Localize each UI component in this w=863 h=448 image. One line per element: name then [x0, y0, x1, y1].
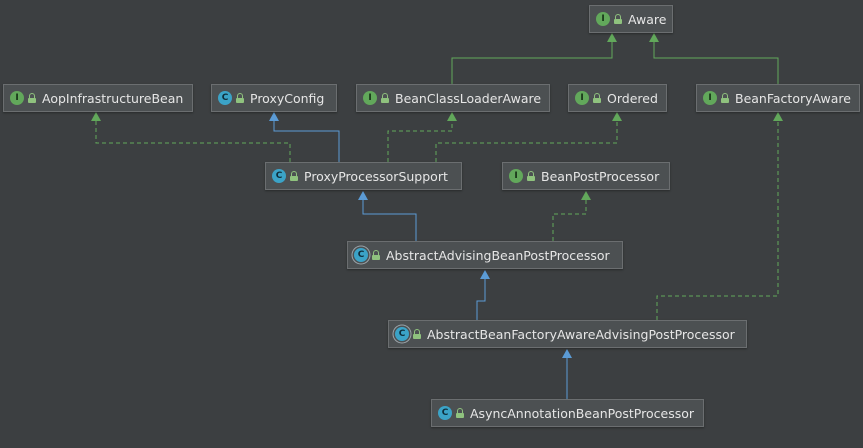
lock-icon: [290, 171, 298, 181]
arrowhead: [358, 191, 368, 200]
node-label: BeanClassLoaderAware: [395, 90, 542, 106]
node-bean-post-processor[interactable]: I BeanPostProcessor: [502, 162, 670, 190]
arrowhead: [649, 33, 659, 42]
arrowhead: [773, 112, 783, 121]
node-aop-infrastructure-bean[interactable]: I AopInfrastructureBean: [3, 84, 193, 112]
edge-pps-ordered: [435, 120, 618, 162]
arrowhead: [612, 112, 622, 121]
node-ordered[interactable]: I Ordered: [568, 84, 667, 112]
edge-bfa-aware: [653, 40, 779, 84]
node-label: AsyncAnnotationBeanPostProcessor: [470, 405, 695, 421]
class-icon: C: [218, 91, 232, 105]
node-label: AopInfrastructureBean: [42, 90, 184, 106]
edge-abfaapp-bfa: [656, 120, 779, 320]
node-bean-class-loader-aware[interactable]: I BeanClassLoaderAware: [356, 84, 550, 112]
node-label: BeanPostProcessor: [541, 168, 660, 184]
node-label: ProxyConfig: [250, 90, 325, 106]
class-icon: C: [438, 406, 452, 420]
node-label: Ordered: [607, 90, 658, 106]
lock-icon: [372, 250, 380, 260]
node-label: BeanFactoryAware: [735, 90, 851, 106]
class-icon: C: [272, 169, 286, 183]
interface-icon: I: [575, 91, 589, 105]
lock-icon: [236, 93, 244, 103]
lock-icon: [456, 408, 464, 418]
node-bean-factory-aware[interactable]: I BeanFactoryAware: [696, 84, 860, 112]
node-abstract-bean-factory-aware-advising-post-processor[interactable]: C AbstractBeanFactoryAwareAdvisingPostPro…: [388, 320, 747, 348]
interface-icon: I: [10, 91, 24, 105]
abstract-class-icon: C: [395, 327, 409, 341]
node-abstract-advising-bean-post-processor[interactable]: C AbstractAdvisingBeanPostProcessor: [347, 241, 623, 269]
node-label: ProxyProcessorSupport: [304, 168, 448, 184]
interface-icon: I: [596, 12, 610, 26]
node-label: Aware: [628, 11, 667, 27]
lock-icon: [28, 93, 36, 103]
arrowhead: [269, 112, 279, 121]
interface-icon: I: [509, 169, 523, 183]
lock-icon: [721, 93, 729, 103]
node-proxy-processor-support[interactable]: C ProxyProcessorSupport: [265, 162, 462, 190]
node-async-annotation-bean-post-processor[interactable]: C AsyncAnnotationBeanPostProcessor: [431, 399, 704, 427]
lock-icon: [413, 329, 421, 339]
arrowhead: [480, 270, 490, 279]
edge-pps-bcla: [387, 120, 453, 162]
lock-icon: [593, 93, 601, 103]
node-aware[interactable]: I Aware: [589, 5, 673, 33]
node-label: AbstractAdvisingBeanPostProcessor: [386, 247, 610, 263]
interface-icon: I: [363, 91, 377, 105]
node-proxy-config[interactable]: C ProxyConfig: [211, 84, 337, 112]
edge-aabpp-bpp: [552, 199, 587, 241]
arrowhead: [607, 33, 617, 42]
edge-pps-proxyconfig: [273, 120, 340, 162]
edge-bcla-aware: [451, 40, 613, 84]
arrowhead: [91, 112, 101, 121]
arrowhead: [581, 191, 591, 200]
edge-abfaapp-aabpp: [476, 278, 486, 320]
interface-icon: I: [703, 91, 717, 105]
lock-icon: [381, 93, 389, 103]
lock-icon: [527, 171, 535, 181]
arrowhead: [562, 349, 572, 358]
node-label: AbstractBeanFactoryAwareAdvisingPostProc…: [427, 326, 735, 342]
lock-icon: [614, 14, 622, 24]
arrowhead: [447, 112, 457, 121]
edge-aabpp-pps: [362, 199, 417, 241]
edge-pps-aop: [95, 120, 291, 162]
abstract-class-icon: C: [354, 248, 368, 262]
